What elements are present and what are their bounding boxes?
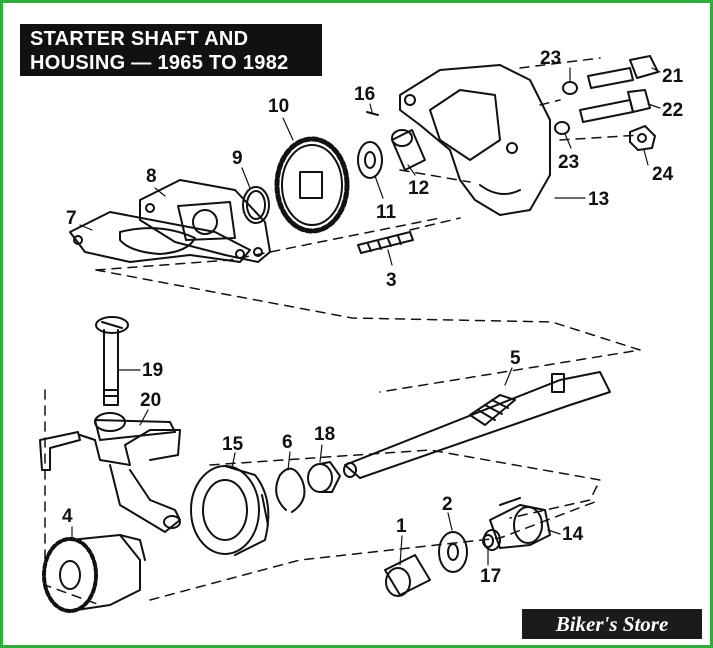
- callout-7: 7: [66, 208, 77, 229]
- part-pin-16: [366, 111, 379, 116]
- part-washer-2: [438, 531, 468, 573]
- callout-5: 5: [510, 348, 521, 369]
- part-gear-10: [274, 136, 350, 234]
- part-lockwasher-23-top: [562, 81, 578, 95]
- part-nut-24: [629, 125, 656, 151]
- part-screw-19: [95, 316, 129, 406]
- callout-11: 11: [376, 202, 397, 223]
- leader-lines: [71, 67, 661, 566]
- callout-23-mid: 23: [558, 152, 579, 173]
- diagram-title: STARTER SHAFT AND HOUSING — 1965 TO 1982: [20, 24, 322, 76]
- title-line-1: STARTER SHAFT AND: [30, 28, 249, 50]
- callout-4: 4: [62, 506, 73, 527]
- callout-12: 12: [408, 178, 429, 199]
- store-watermark: Biker's Store: [522, 609, 702, 639]
- part-seal-17: [482, 534, 494, 548]
- callout-13: 13: [588, 189, 609, 210]
- callout-21: 21: [662, 66, 684, 87]
- callout-14: 14: [562, 524, 584, 545]
- part-stud-3: [357, 231, 414, 254]
- part-bolt-22: [579, 89, 651, 123]
- callout-24: 24: [652, 164, 674, 185]
- callout-10: 10: [268, 96, 289, 117]
- part-snap-ring-6: [275, 467, 306, 513]
- callout-1: 1: [396, 516, 407, 537]
- callout-2: 2: [442, 494, 453, 515]
- callout-16: 16: [354, 84, 375, 105]
- callout-9: 9: [232, 148, 243, 169]
- part-fork-20: [39, 412, 181, 533]
- part-bushing-18: [307, 461, 341, 493]
- part-bushing-12: [391, 129, 426, 171]
- part-drive-4: [42, 534, 146, 613]
- part-shaft-5: [343, 371, 611, 479]
- part-lockwasher-23-mid: [554, 121, 570, 135]
- title-line-2: HOUSING — 1965 TO 1982: [30, 52, 289, 74]
- part-gasket-7: [69, 211, 251, 263]
- callout-19: 19: [142, 360, 163, 381]
- part-ring-9: [242, 186, 270, 224]
- callout-labels: 1 2 3 4 5 6 7 8 9 10 11 12 13 14 15 16 1…: [62, 48, 684, 587]
- callout-23-top: 23: [540, 48, 561, 69]
- part-bolt-21: [587, 55, 659, 89]
- part-washer-11: [357, 141, 383, 179]
- callout-17: 17: [480, 566, 501, 587]
- callout-3: 3: [386, 270, 397, 291]
- callout-18: 18: [314, 424, 335, 445]
- part-drum-15: [190, 465, 270, 556]
- callout-6: 6: [282, 432, 293, 453]
- part-plate-8: [139, 179, 271, 263]
- callout-20: 20: [140, 390, 161, 411]
- callout-8: 8: [146, 166, 157, 187]
- part-housing-13: [399, 64, 551, 216]
- callout-15: 15: [222, 434, 244, 455]
- callout-22: 22: [662, 100, 683, 121]
- part-bearing-1: [384, 554, 431, 597]
